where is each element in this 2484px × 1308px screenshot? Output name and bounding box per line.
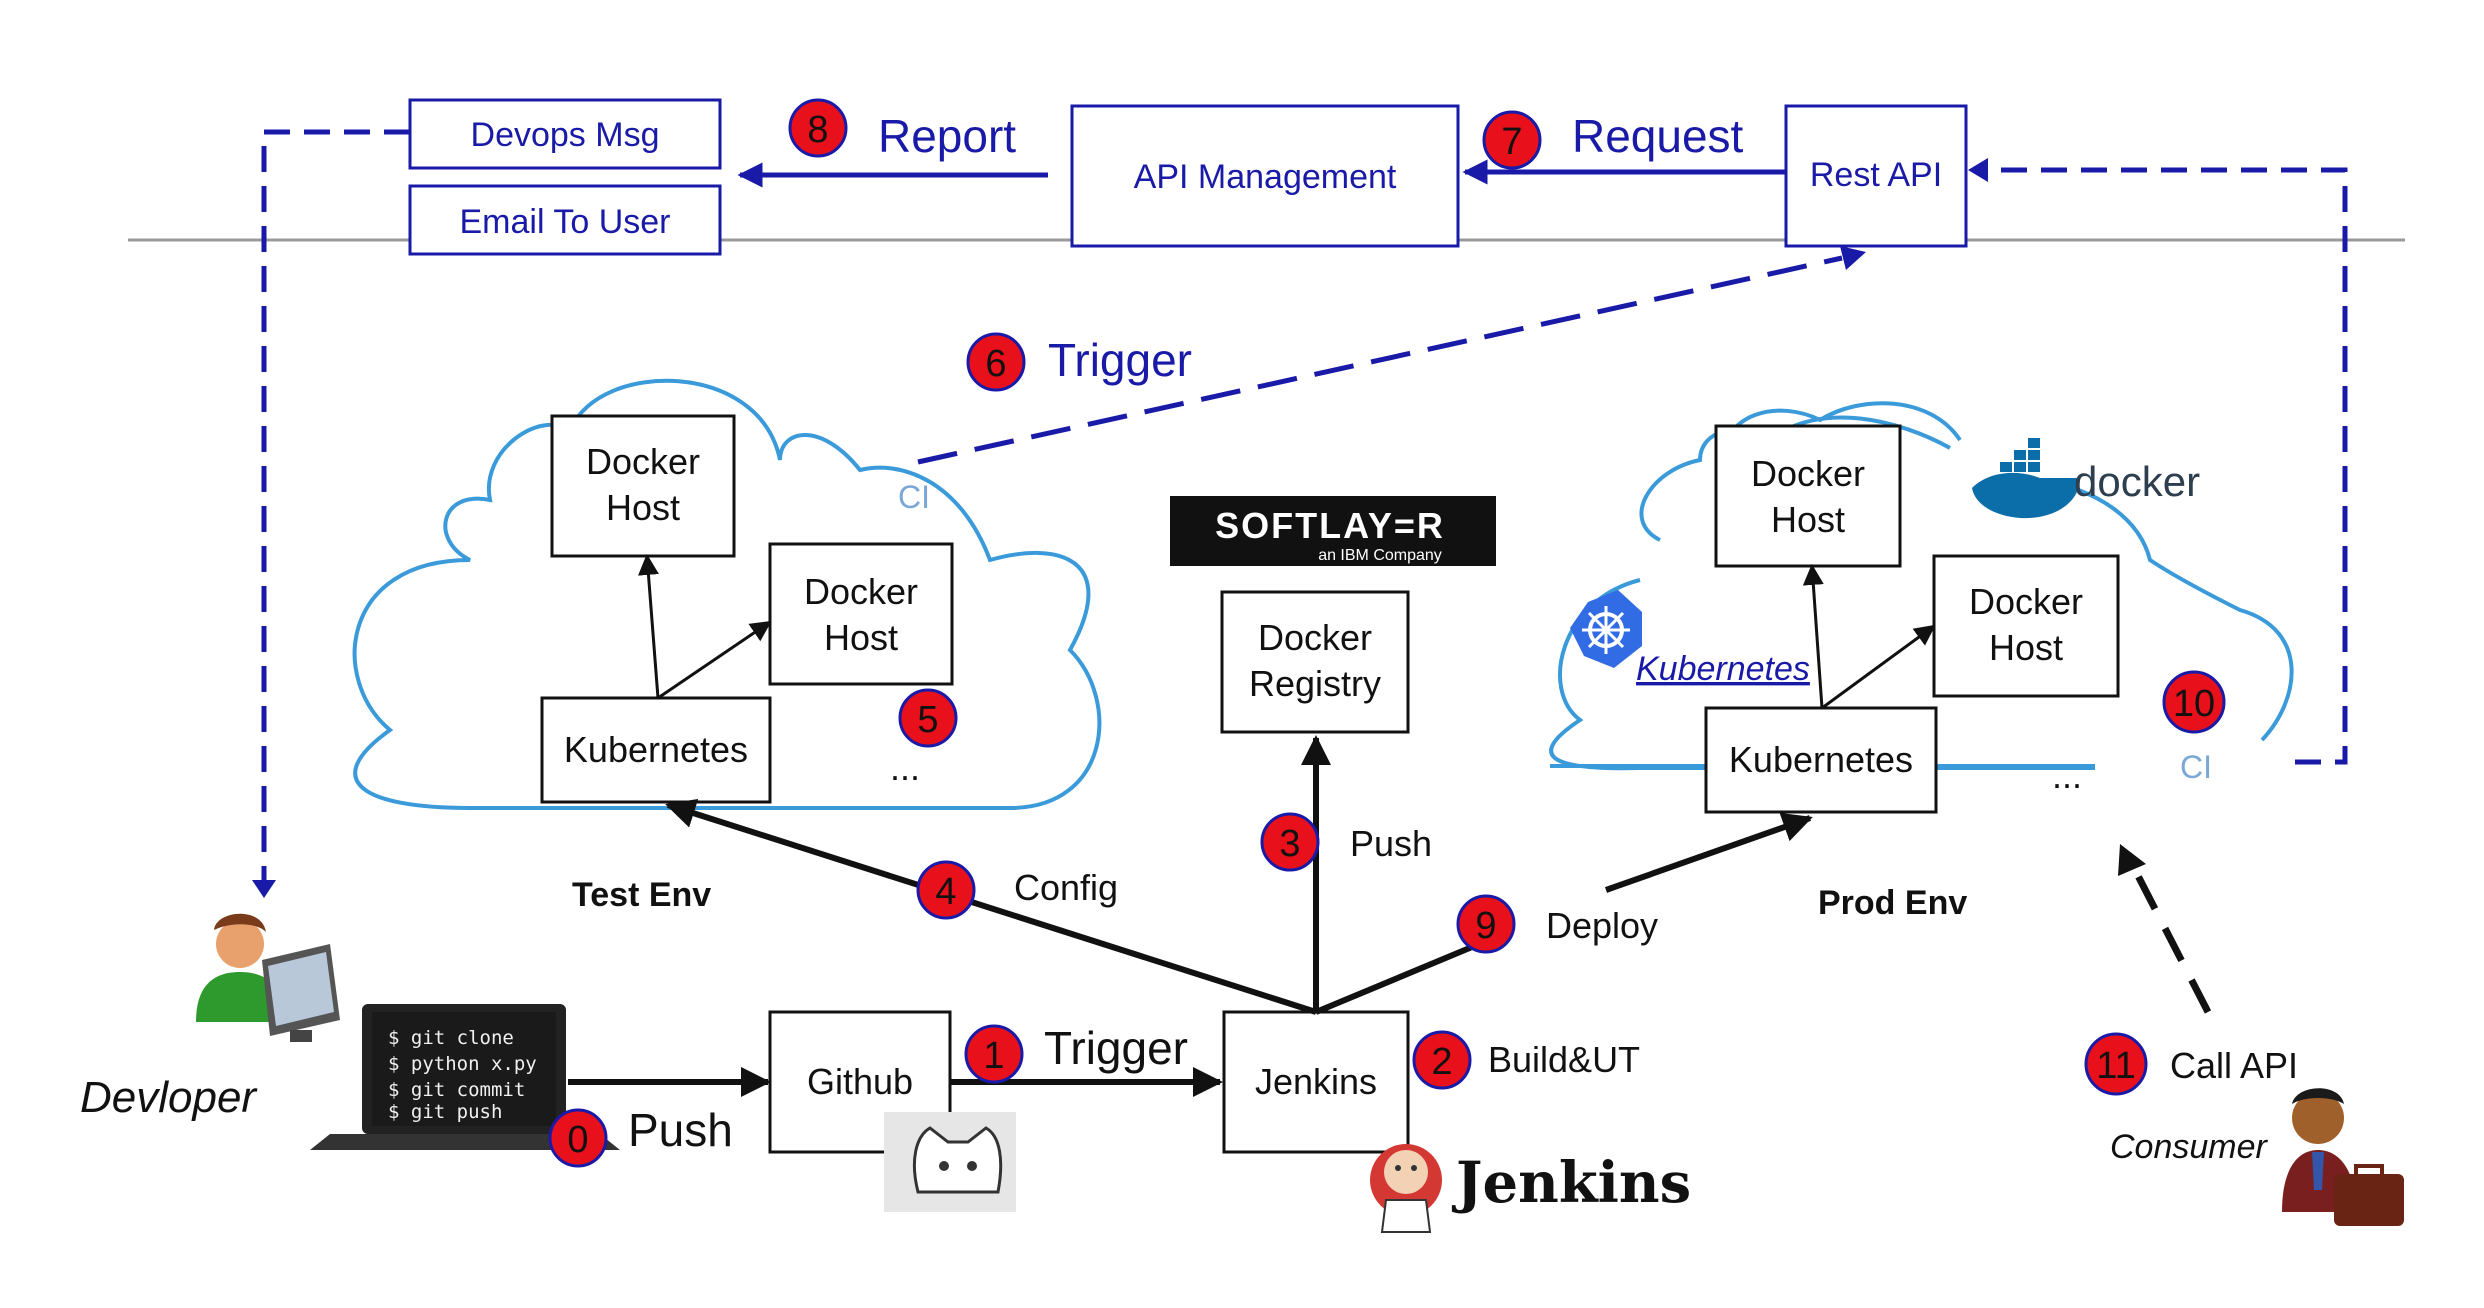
- deploy-arrow: [1314, 939, 1486, 1015]
- test-docker-host-2: Docker Host: [768, 542, 954, 686]
- svg-text:10: 10: [2173, 683, 2215, 725]
- step-0-label: Push: [628, 1104, 733, 1156]
- jenkins-butler-icon: [1370, 1144, 1442, 1233]
- email-to-user-box: Email To User: [408, 184, 722, 256]
- prod-docker-host-2: Docker Host: [1932, 554, 2120, 698]
- svg-text:Docker: Docker: [586, 441, 700, 482]
- terminal-line: $ python x.py: [388, 1053, 537, 1075]
- svg-text:4: 4: [935, 871, 956, 913]
- step-9-badge: 9: [1456, 894, 1516, 954]
- svg-text:SOFTLAY=R: SOFTLAY=R: [1215, 505, 1445, 546]
- rest-api-box: Rest API: [1784, 104, 1968, 248]
- svg-text:8: 8: [807, 109, 828, 151]
- step-8-badge: 8: [788, 98, 848, 158]
- svg-text:Host: Host: [1771, 499, 1845, 540]
- svg-text:Docker: Docker: [1258, 617, 1372, 658]
- prod-kubernetes-box: Kubernetes: [1704, 706, 1938, 814]
- step-11-label: Call API: [2170, 1045, 2298, 1086]
- svg-text:11: 11: [2096, 1045, 2135, 1087]
- prod-docker-host-1: Docker Host: [1714, 424, 1902, 568]
- svg-text:1: 1: [983, 1035, 1004, 1077]
- softlayer-logo: SOFTLAY=R an IBM Company: [1170, 496, 1496, 566]
- step-2-label: Build&UT: [1488, 1039, 1640, 1080]
- svg-text:Registry: Registry: [1249, 663, 1381, 704]
- jenkins-logo-text: Jenkins: [1451, 1150, 1691, 1216]
- call-api-arrow: [2130, 866, 2212, 1014]
- api-management-label: API Management: [1134, 158, 1397, 196]
- trigger-to-rest-api-dashed: [917, 255, 1843, 465]
- config-arrow: [665, 798, 1317, 1015]
- step-7-badge: 7: [1482, 110, 1542, 170]
- step-11-badge: 11: [2084, 1032, 2148, 1096]
- step-8-label: Report: [878, 110, 1016, 162]
- svg-text:Kubernetes: Kubernetes: [564, 729, 748, 770]
- svg-text:Docker: Docker: [804, 571, 918, 612]
- jenkins-box: Jenkins: [1222, 1010, 1410, 1154]
- step-4-label: Config: [1014, 867, 1118, 908]
- prod-env-label: Prod Env: [1818, 884, 1967, 922]
- step-10-badge: 10: [2162, 670, 2226, 734]
- terminal-line: $ git commit: [388, 1079, 525, 1101]
- step-3-label: Push: [1350, 823, 1432, 864]
- step-6-label: Trigger: [1048, 334, 1192, 386]
- step-7-label: Request: [1572, 110, 1744, 162]
- consumer-label: Consumer: [2110, 1128, 2269, 1166]
- step-2-badge: 2: [1412, 1030, 1472, 1090]
- svg-text:6: 6: [985, 343, 1006, 385]
- terminal-line: $ git push: [388, 1101, 502, 1123]
- svg-text:0: 0: [567, 1119, 588, 1161]
- docker-whale-icon: [1972, 438, 2080, 519]
- svg-text:5: 5: [917, 699, 938, 741]
- kubernetes-logo-text: Kubernetes: [1636, 650, 1810, 688]
- terminal-line: $ git clone: [388, 1027, 514, 1049]
- consumer-icon: [2282, 1088, 2404, 1226]
- prod-ellipsis: ...: [2052, 755, 2082, 796]
- test-ci-label: CI: [898, 479, 930, 515]
- devops-msg-label: Devops Msg: [471, 116, 660, 154]
- svg-text:Github: Github: [807, 1061, 913, 1102]
- svg-text:Host: Host: [824, 617, 898, 658]
- laptop-icon: $ git clone $ python x.py $ git commit $…: [310, 1004, 620, 1150]
- api-management-box: API Management: [1070, 104, 1460, 248]
- svg-text:Jenkins: Jenkins: [1255, 1061, 1377, 1102]
- test-ellipsis: ...: [890, 747, 920, 788]
- step-1-label: Trigger: [1044, 1022, 1188, 1074]
- devops-msg-box: Devops Msg: [408, 98, 722, 170]
- test-env-label: Test Env: [572, 876, 711, 914]
- github-cat-icon: [884, 1112, 1016, 1212]
- svg-text:Kubernetes: Kubernetes: [1729, 739, 1913, 780]
- step-3-badge: 3: [1260, 812, 1320, 872]
- svg-text:Host: Host: [1989, 627, 2063, 668]
- svg-text:9: 9: [1475, 905, 1496, 947]
- prod-ci-to-rest-api-dashed: [1988, 167, 2348, 765]
- step-6-badge: 6: [966, 332, 1026, 392]
- svg-text:2: 2: [1431, 1041, 1452, 1083]
- test-docker-host-1: Docker Host: [550, 414, 736, 558]
- notify-developer-dashed: [261, 129, 410, 885]
- test-kubernetes-box: Kubernetes: [540, 696, 772, 804]
- developer-label: Devloper: [80, 1073, 258, 1122]
- svg-text:Docker: Docker: [1751, 453, 1865, 494]
- svg-text:Docker: Docker: [1969, 581, 2083, 622]
- kubernetes-helm-icon: [1570, 590, 1642, 668]
- step-9-label: Deploy: [1546, 905, 1658, 946]
- step-0-badge: 0: [548, 1108, 608, 1168]
- step-4-badge: 4: [916, 860, 976, 920]
- svg-text:7: 7: [1501, 121, 1522, 163]
- docker-registry-box: Docker Registry: [1220, 590, 1410, 734]
- docker-logo-text: docker: [2074, 458, 2200, 505]
- svg-text:3: 3: [1279, 823, 1300, 865]
- svg-text:Host: Host: [606, 487, 680, 528]
- email-to-user-label: Email To User: [460, 203, 671, 241]
- developer-icon: [196, 913, 340, 1042]
- prod-ci-label: CI: [2180, 749, 2212, 785]
- step-1-badge: 1: [964, 1024, 1024, 1084]
- rest-api-label: Rest API: [1810, 156, 1942, 194]
- test-env-cloud: [352, 378, 1102, 810]
- step-5-badge: 5: [898, 688, 958, 748]
- svg-text:an IBM Company: an IBM Company: [1318, 547, 1442, 564]
